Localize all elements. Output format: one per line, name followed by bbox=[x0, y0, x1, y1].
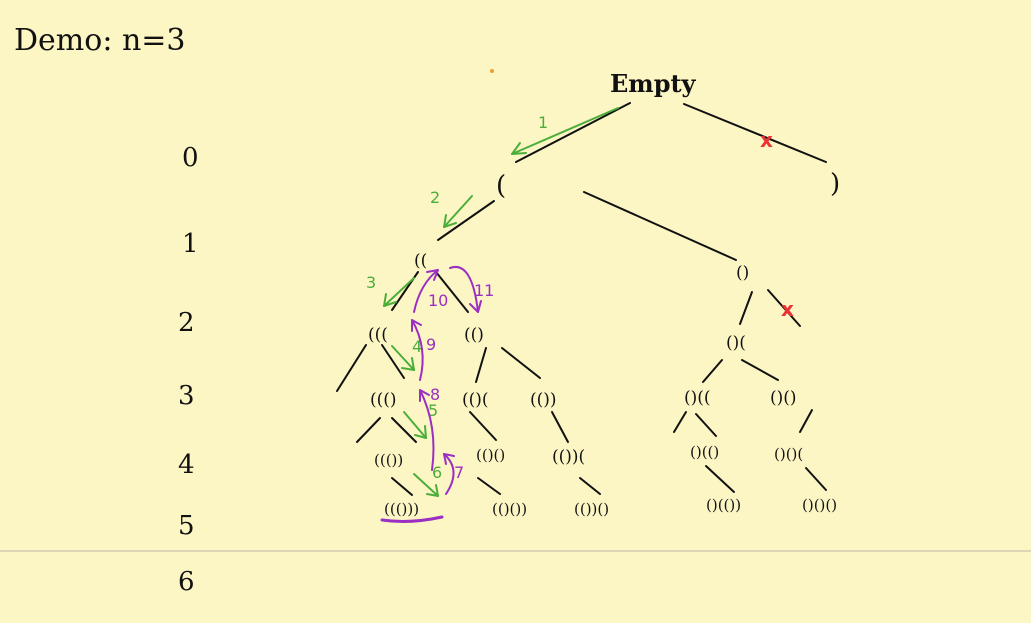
step-2: 2 bbox=[430, 188, 440, 207]
node-oooc: ((() bbox=[370, 390, 397, 410]
edge-oooc-right bbox=[391, 417, 417, 443]
edge-root-left bbox=[515, 102, 631, 163]
edge-ooo-left bbox=[336, 344, 367, 392]
tree-edges bbox=[336, 102, 827, 496]
edge-oo-ooc bbox=[435, 271, 469, 313]
leaf-r3: (())() bbox=[574, 500, 609, 518]
node-oc: () bbox=[736, 263, 749, 283]
edge-ococ-down bbox=[799, 409, 813, 433]
green-arrows bbox=[383, 107, 619, 497]
leaf-r2: (()()) bbox=[492, 500, 527, 518]
purple-arrows bbox=[411, 265, 482, 495]
step-5: 5 bbox=[428, 401, 438, 420]
node-ooccо: (())( bbox=[552, 447, 585, 467]
node-oocoo: (()( bbox=[462, 390, 489, 410]
level-label-5: 5 bbox=[178, 511, 195, 541]
edge-ococo-right bbox=[695, 413, 717, 437]
level-label-3: 3 bbox=[178, 381, 195, 411]
edge-ooocc-down bbox=[391, 477, 413, 496]
step-1: 1 bbox=[538, 113, 548, 132]
node-oococ: (()() bbox=[476, 446, 505, 464]
edge-oco-left bbox=[702, 359, 723, 383]
step-6: 6 bbox=[432, 463, 442, 482]
level-label-0: 0 bbox=[182, 143, 199, 173]
node-ococo: ()(( bbox=[684, 388, 711, 408]
level-label-2: 2 bbox=[178, 308, 195, 338]
level-label-6: 6 bbox=[178, 567, 195, 597]
node-ocooc: ()(() bbox=[690, 443, 719, 461]
edge-oco-right bbox=[741, 359, 779, 381]
node-open: ( bbox=[496, 171, 506, 201]
edge-ooo-right bbox=[381, 344, 405, 379]
step-10: 10 bbox=[428, 291, 448, 310]
edge-oooc-left bbox=[356, 417, 381, 443]
leaf-r5: ()()() bbox=[802, 496, 837, 514]
edge-oc-left bbox=[739, 291, 753, 325]
edge-l1-right bbox=[583, 191, 737, 261]
edge-ooc-left bbox=[475, 347, 487, 383]
edge-ooccо-down bbox=[579, 477, 601, 495]
level-label-4: 4 bbox=[178, 450, 195, 480]
step-7: 7 bbox=[454, 463, 464, 482]
cross-mark-root: x bbox=[760, 128, 773, 152]
edge-ooc-right bbox=[501, 347, 541, 379]
step-9: 9 bbox=[426, 335, 436, 354]
step-4: 4 bbox=[412, 337, 422, 356]
edge-oocoo-down bbox=[469, 411, 497, 441]
edge-oc-right bbox=[767, 289, 801, 327]
node-ococo2: ()()( bbox=[774, 445, 803, 463]
leaf-r4: ()(()) bbox=[706, 496, 741, 514]
node-close-root: ) bbox=[830, 169, 840, 199]
node-ooc: (() bbox=[464, 325, 484, 345]
node-root-empty: Empty bbox=[610, 69, 697, 98]
node-oco: ()( bbox=[726, 333, 746, 353]
edge-ococo2-down bbox=[805, 467, 827, 491]
node-ooo: ((( bbox=[368, 325, 388, 345]
cross-mark-oc: x bbox=[781, 297, 794, 321]
step-3: 3 bbox=[366, 273, 376, 292]
edge-ocooc-down bbox=[705, 465, 735, 493]
node-ococ: ()() bbox=[770, 388, 797, 408]
step-8: 8 bbox=[430, 385, 440, 404]
node-oocc: (()) bbox=[530, 390, 557, 410]
node-oo: (( bbox=[414, 251, 427, 271]
edge-ococo-left bbox=[673, 411, 687, 433]
edge-oococ-down bbox=[477, 477, 501, 495]
node-ooocc: ((()) bbox=[374, 451, 403, 469]
edge-l1-left bbox=[437, 200, 495, 241]
stray-mark bbox=[490, 69, 494, 73]
step-11: 11 bbox=[474, 281, 494, 300]
level-label-1: 1 bbox=[182, 229, 199, 259]
edge-oocc-down bbox=[551, 411, 569, 443]
demo-title: Demo: n=3 bbox=[14, 23, 186, 58]
result-underline bbox=[380, 515, 444, 523]
leaf-r1: ((())) bbox=[384, 500, 419, 518]
edge-root-right bbox=[683, 103, 827, 163]
